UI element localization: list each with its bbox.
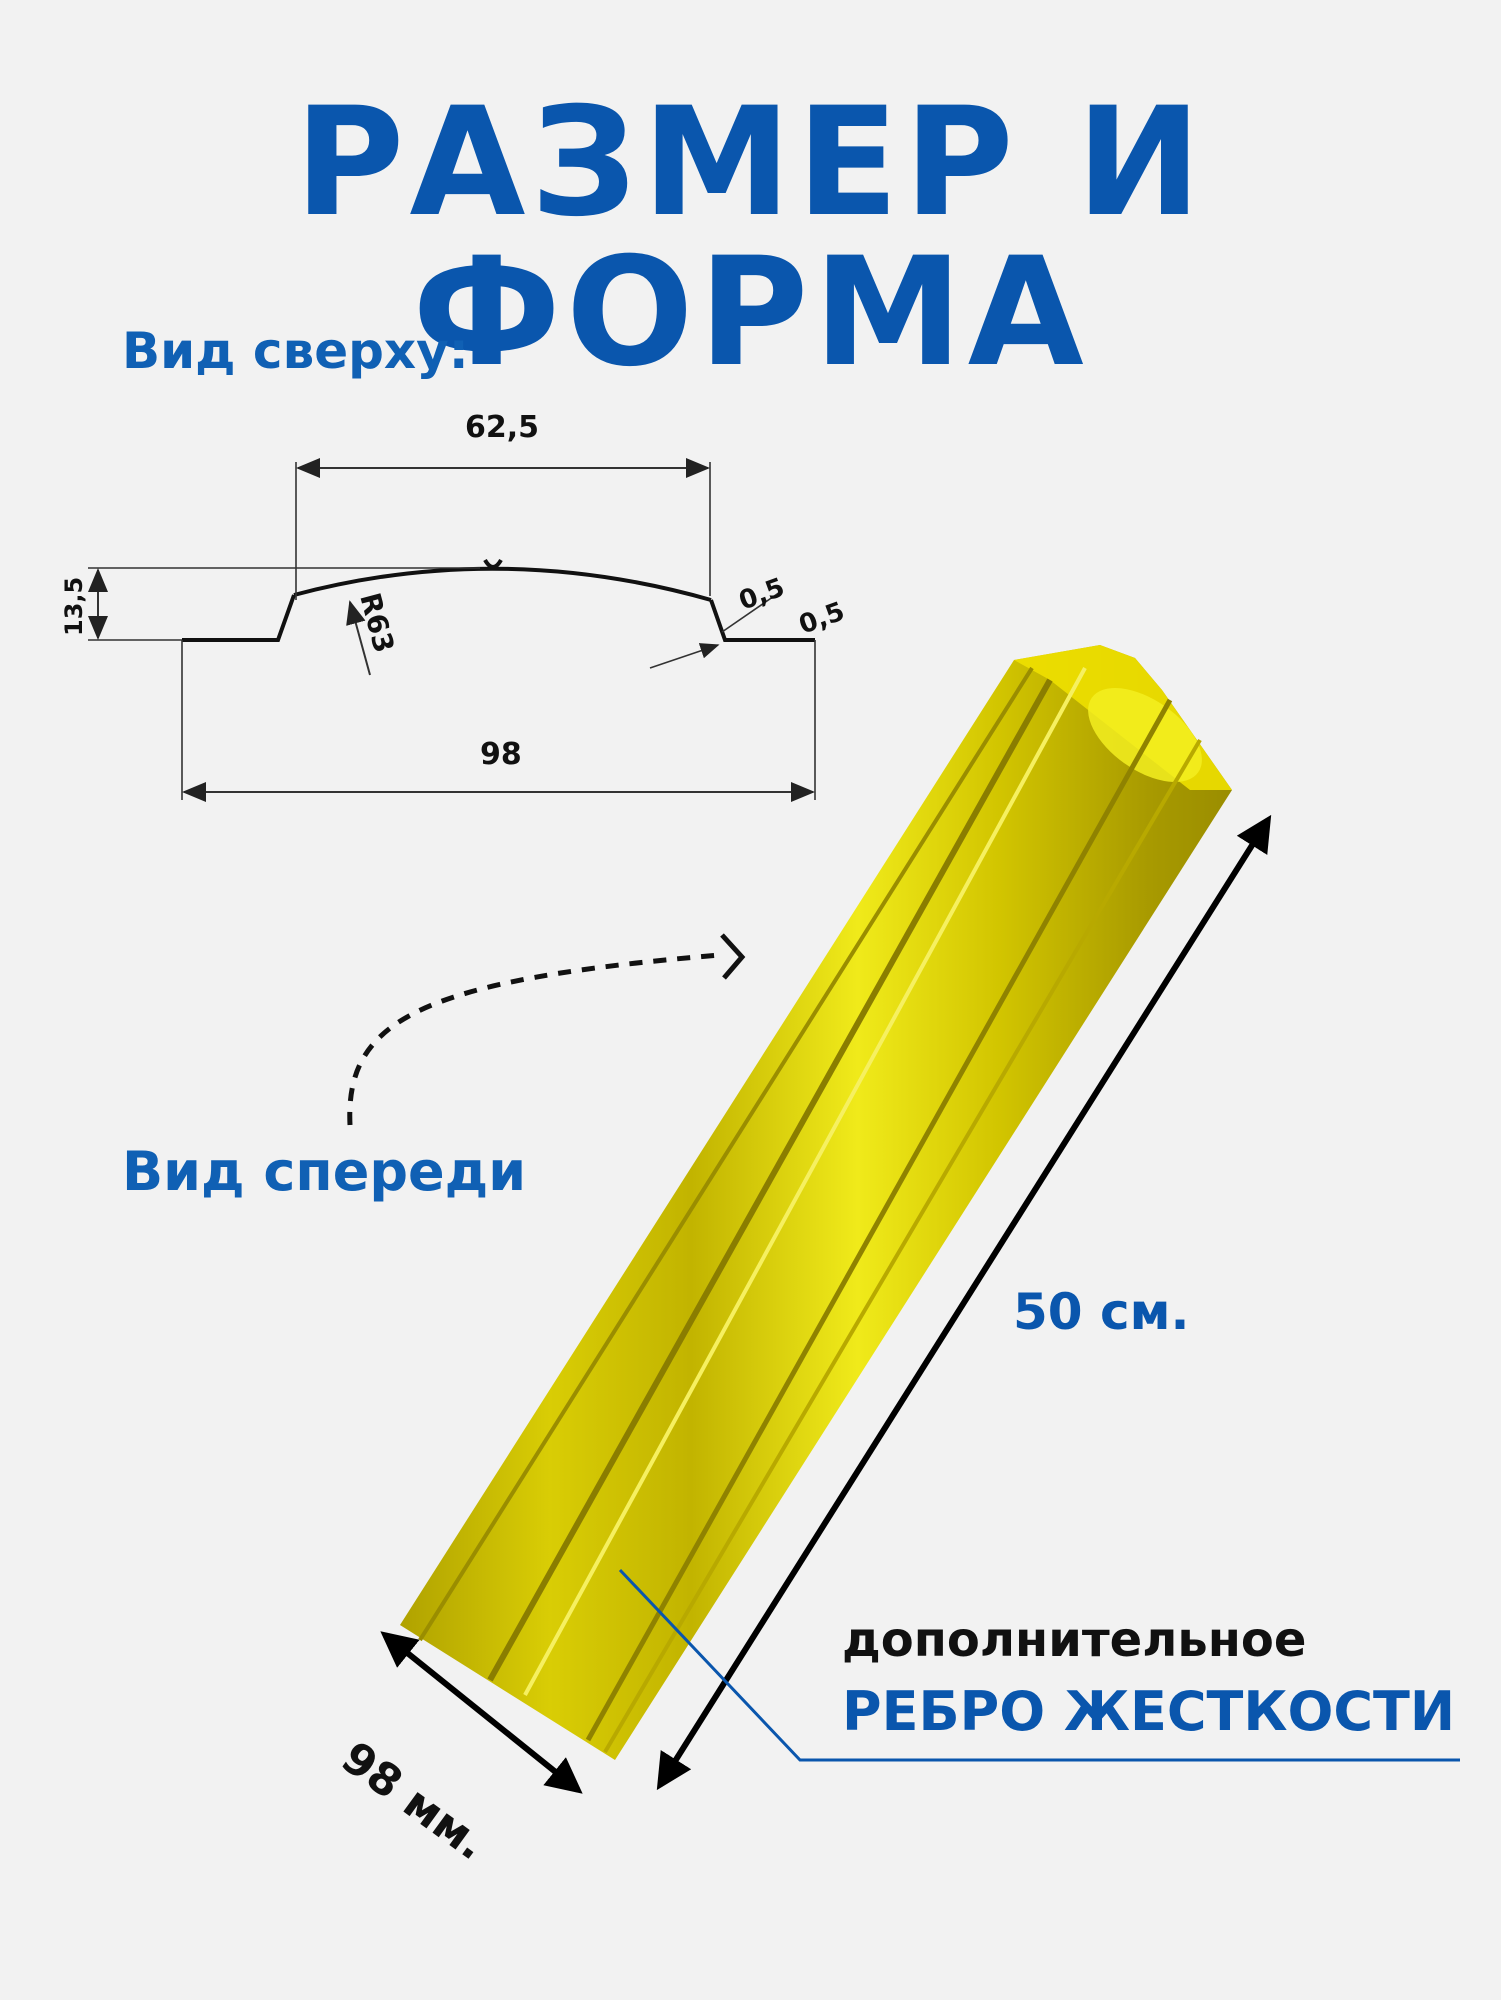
dim-text-62-5: 62,5 <box>465 410 539 445</box>
dim-line-r63 <box>346 600 371 676</box>
page-title: РАЗМЕР И ФОРМА <box>294 76 1207 400</box>
top-view-label: Вид сверху: <box>122 322 469 380</box>
dashed-arrow-head <box>720 933 746 980</box>
dim-text-thickness-1: 0,5 <box>735 573 789 617</box>
length-arrow <box>656 814 1272 1791</box>
extension-lines <box>88 462 816 800</box>
profile-notch <box>483 558 503 569</box>
front-view-label: Вид спереди <box>122 1140 527 1203</box>
dim-text-13-5: 13,5 <box>60 577 88 636</box>
dim-text-thickness-2: 0,5 <box>795 597 849 641</box>
dashed-curve-arrow <box>347 952 721 1126</box>
rib-caption-line1: дополнительное <box>842 1612 1307 1668</box>
dim-line-thickness-1 <box>721 591 781 633</box>
length-label: 50 см. <box>1013 1283 1190 1341</box>
width-arrow <box>380 1631 583 1794</box>
dim-text-98: 98 <box>480 737 522 772</box>
rib-caption-line2: РЕБРО ЖЕСТКОСТИ <box>842 1680 1456 1743</box>
dim-line-thickness-2 <box>649 643 720 669</box>
rib-pointer-line <box>618 1568 1460 1762</box>
profile-outline <box>182 566 815 642</box>
dim-text-r63: R63 <box>353 589 401 656</box>
